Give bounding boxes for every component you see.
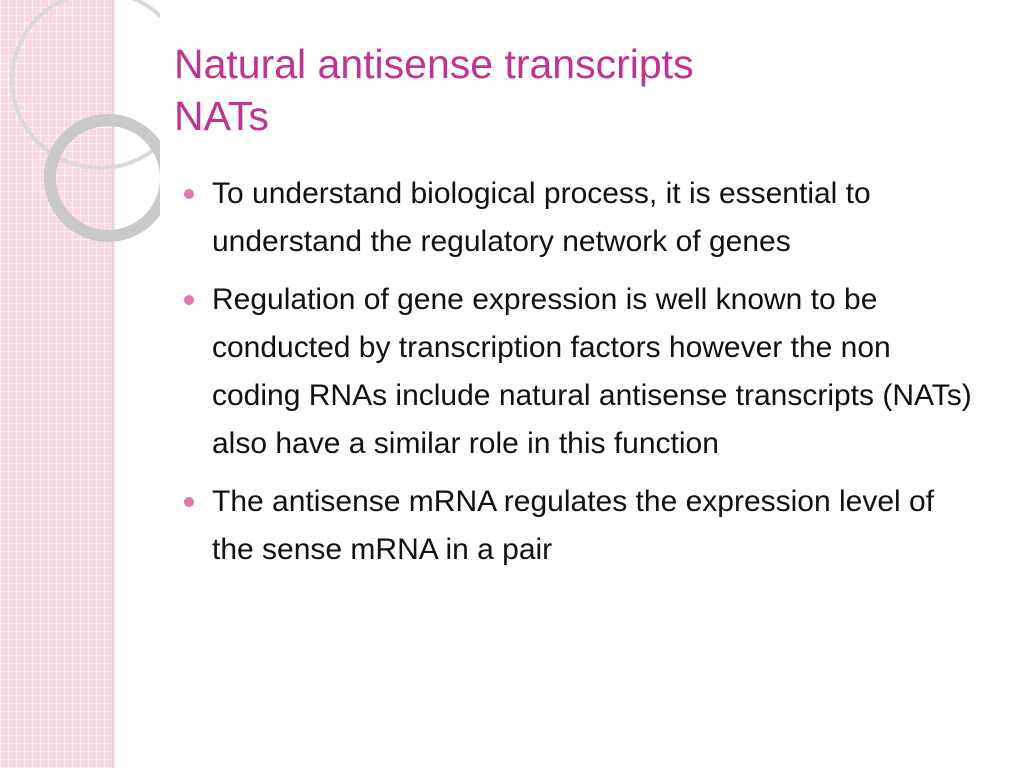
slide-title-line-2: NATs [174,93,269,139]
bullet-dot-icon [184,295,194,305]
bullet-text: To understand biological process, it is … [212,177,871,258]
bullet-text: Regulation of gene expression is well kn… [212,283,972,460]
side-grid-panel [0,0,112,768]
decorative-rings [10,0,160,242]
bullet-item: The antisense mRNA regulates the express… [184,478,984,574]
bullet-dot-icon [184,189,194,199]
slide-title: Natural antisense transcripts NATs [174,38,974,142]
bullet-dot-icon [184,497,194,507]
side-panel-edge [112,0,116,768]
decorative-ring-large [10,0,160,170]
bullet-text: The antisense mRNA regulates the express… [212,485,935,566]
bullet-item: Regulation of gene expression is well kn… [184,276,984,468]
decorative-ring-small [44,114,160,242]
bullet-list: To understand biological process, it is … [184,170,984,584]
slide-title-line-1: Natural antisense transcripts [174,41,694,87]
bullet-item: To understand biological process, it is … [184,170,984,266]
